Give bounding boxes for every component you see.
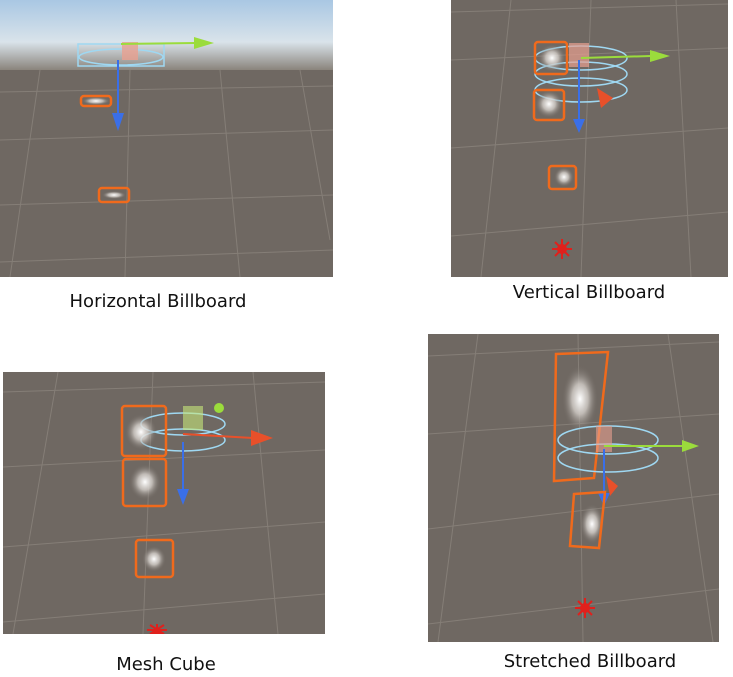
light-icon[interactable] (575, 598, 595, 618)
axis-z-arrow-icon[interactable] (112, 113, 124, 131)
particle[interactable] (547, 164, 578, 191)
sky (0, 0, 333, 70)
light-icon[interactable] (552, 239, 572, 259)
particle[interactable] (121, 457, 168, 508)
particle[interactable] (97, 186, 131, 204)
transform-gizmo[interactable] (77, 37, 214, 131)
light-icon[interactable] (147, 624, 167, 634)
caption-vertical-billboard: Vertical Billboard (512, 282, 666, 303)
axis-y-arrow-icon[interactable] (682, 440, 699, 452)
axis-y-arrow-icon[interactable] (650, 50, 670, 62)
particle[interactable] (552, 350, 610, 483)
particle[interactable] (568, 490, 607, 550)
vertical-billboard-viewport (451, 0, 728, 277)
particle[interactable] (120, 404, 168, 458)
caption-horizontal-billboard: Horizontal Billboard (69, 291, 247, 312)
axis-y-handle-icon[interactable] (214, 403, 224, 413)
particle[interactable] (532, 88, 566, 122)
grid-lines (428, 334, 719, 642)
axis-x-arrow-icon[interactable] (597, 88, 613, 108)
particle[interactable] (79, 94, 113, 108)
caption-stretched-billboard: Stretched Billboard (503, 651, 677, 672)
grid-lines (0, 69, 333, 277)
ground-plane (3, 372, 325, 634)
caption-mesh-cube: Mesh Cube (116, 654, 216, 675)
particle[interactable] (533, 40, 569, 76)
transform-gizmo[interactable] (534, 43, 670, 133)
horizontal-billboard-viewport (0, 0, 333, 277)
axis-x-arrow-icon[interactable] (251, 430, 273, 446)
axis-z-arrow-icon[interactable] (177, 489, 189, 505)
grid-lines (3, 372, 325, 634)
axis-z-arrow-icon[interactable] (573, 119, 585, 133)
transform-gizmo[interactable] (557, 425, 699, 506)
axis-y-arrow-icon[interactable] (194, 37, 214, 49)
particle[interactable] (134, 538, 175, 579)
stretched-billboard-viewport (428, 334, 719, 642)
axis-x-arrow-icon[interactable] (606, 476, 618, 496)
mesh-cube-viewport (3, 372, 325, 634)
